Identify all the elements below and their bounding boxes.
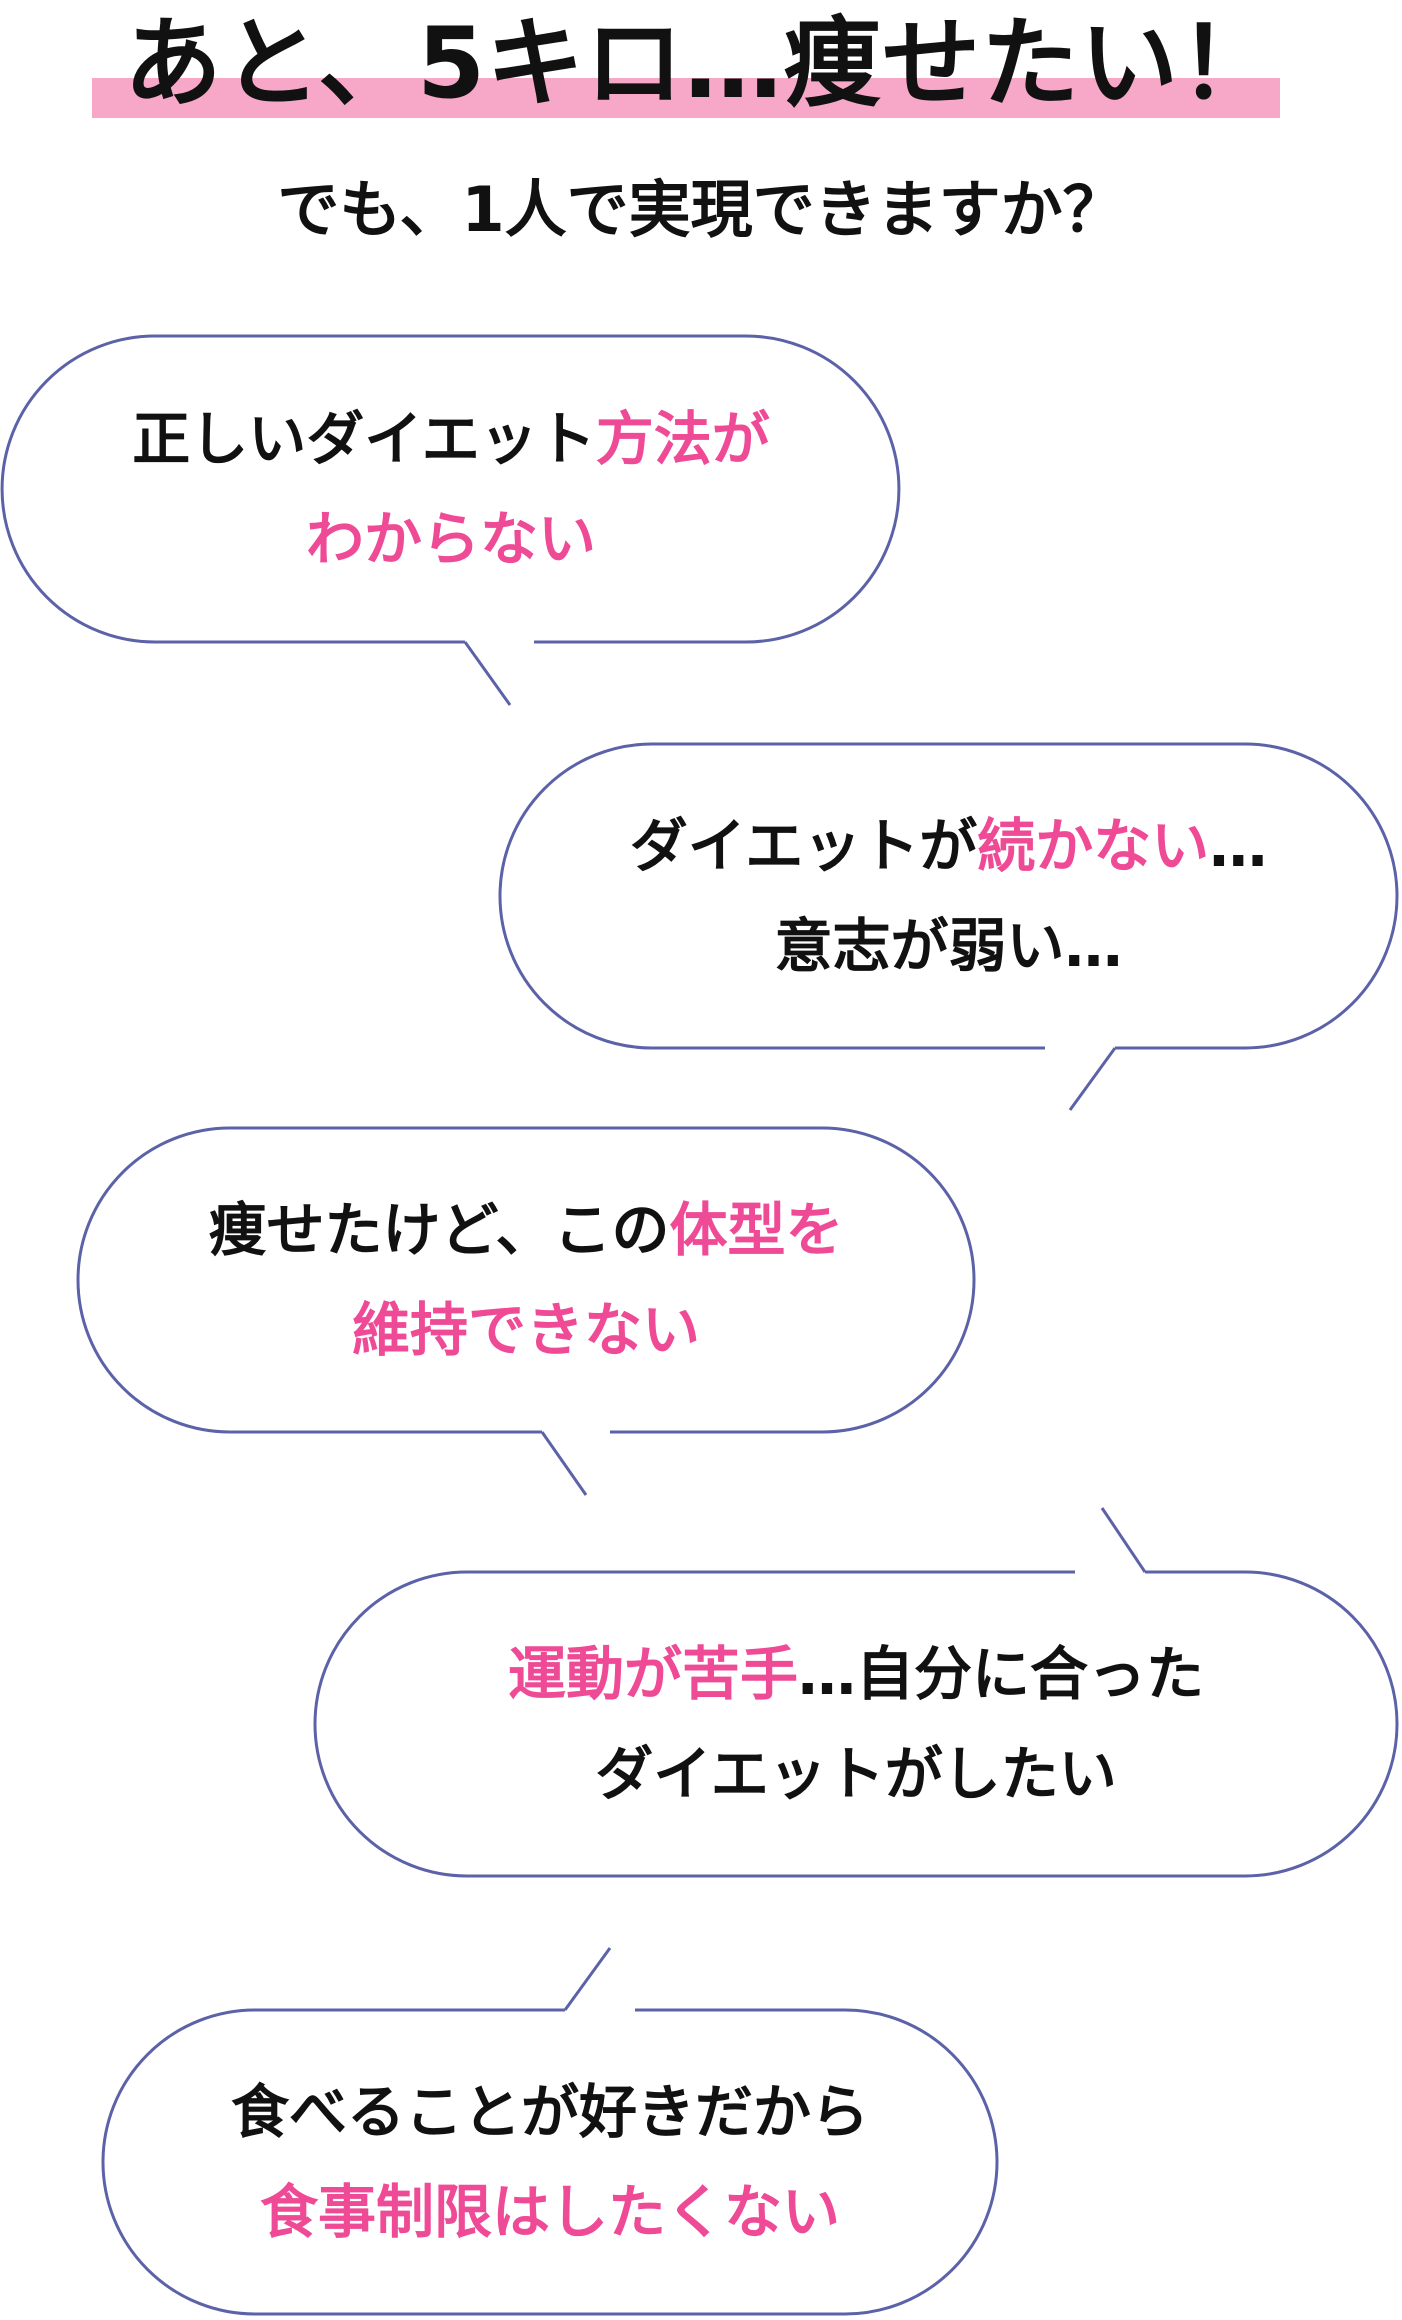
bubble-3-line-2: 維持できない [351,1296,700,1364]
bubble-5-line-1: 食べることが好きだから [230,2078,869,2146]
bubble-3-line-1: 痩せたけど、この体型を [78,1180,974,1280]
headline: あと、5キロ…痩せたい！ [123,7,1279,121]
bubble-1-line-2: わからない [305,505,596,573]
bubble-3-line-1-black: 痩せたけど、この [208,1196,670,1264]
bubble-5-tail [563,1947,612,2011]
bubble-2-line-2: 意志が弱い… [774,912,1123,980]
bubble-3-tail [540,1431,588,1496]
bubble-1-tail [463,641,512,706]
bubble-1-line-1-pink: 方法が [595,405,770,473]
headline-area: あと、5キロ…痩せたい！ [0,0,1402,140]
bubble-4-line-1-black: …自分に合った [798,1640,1205,1708]
bubble-3-text: 痩せたけど、この体型を 維持できない [78,1180,974,1380]
bubble-1-line-1: 正しいダイエット方法が [0,389,902,489]
bubble-2-text: ダイエットが続かない… 意志が弱い… [500,796,1397,996]
bubble-2-line-1-pink: 続かない [977,812,1210,880]
highlight-marker [92,78,1280,118]
bubble-2-line-1: ダイエットが続かない… [500,796,1397,896]
bubble-4-line-2: ダイエットがしたい [595,1740,1117,1808]
bubble-5-text: 食べることが好きだから 食事制限はしたくない [103,2062,997,2262]
bubble-4-text: 運動が苦手…自分に合った ダイエットがしたい [315,1624,1397,1824]
subheadline: でも、1人で実現できますか？ [277,173,1125,246]
bubble-1-line-1-black: 正しいダイエット [132,405,596,473]
bubble-2-line-1-black: ダイエットが [629,812,978,880]
bubble-1-text: 正しいダイエット方法が わからない [0,389,902,589]
bubble-4-line-1: 運動が苦手…自分に合った [315,1624,1397,1724]
bubble-4-line-1-pink: 運動が苦手 [507,1640,798,1708]
bubble-5-line-2: 食事制限はしたくない [259,2178,840,2246]
bubble-3-line-1-pink: 体型を [669,1196,844,1264]
bubble-2-line-1-ellipsis: … [1209,812,1268,880]
bubble-2-tail [1068,1047,1117,1111]
bubble-4-tail [1100,1507,1147,1573]
